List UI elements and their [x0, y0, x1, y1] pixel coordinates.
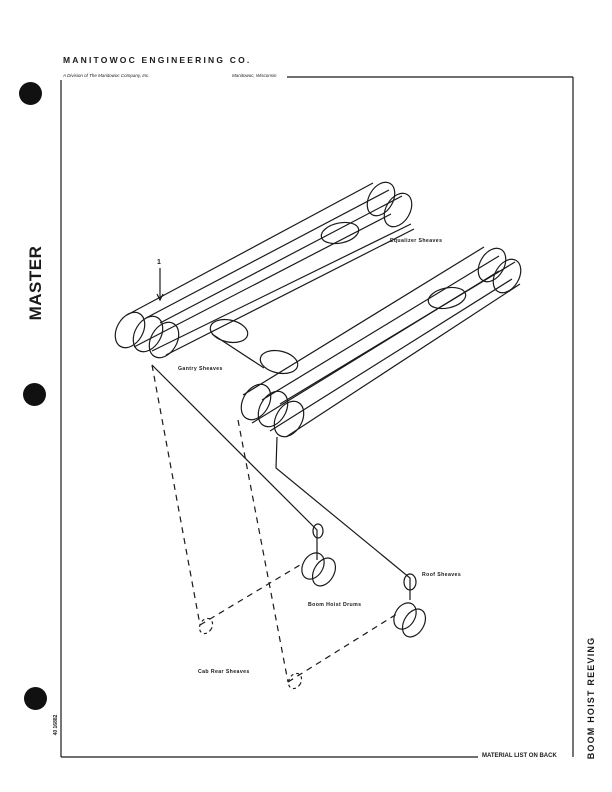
- label-roof-sheaves: Roof Sheaves: [422, 572, 462, 578]
- hoist-drum-upper-back: [301, 552, 325, 580]
- roof-sheave: [403, 573, 417, 591]
- dashed-rope-runs: [151, 364, 401, 683]
- gantry-sheave-5: [257, 390, 289, 428]
- right-shaft-cylinders: [242, 246, 521, 438]
- label-boom-hoist-drums: Boom Hoist Drums: [308, 602, 362, 608]
- cab-rear-sheave-1: [198, 617, 214, 635]
- gantry-sheave-2: [132, 315, 164, 353]
- label-gantry-sheaves: Gantry Sheaves: [178, 366, 223, 372]
- gantry-sheave-1: [114, 311, 146, 349]
- rope-to-hoist-drum: [151, 364, 318, 560]
- division-note: A Division of The Manitowoc Company, Inc…: [63, 73, 150, 78]
- location-note: Manitowoc, Wisconsin: [232, 73, 277, 78]
- hoist-drum-upper-front: [311, 557, 337, 587]
- equalizer-sheave-far-2: [383, 192, 413, 228]
- equalizer-sheave-far-1: [366, 181, 396, 217]
- equalizer-sheave-mid: [320, 221, 360, 245]
- label-marker: 1: [157, 259, 162, 266]
- connector-sheave-upper: [209, 318, 249, 344]
- gantry-sheave-6: [273, 400, 305, 438]
- hoist-drum-lower-front: [401, 608, 427, 638]
- label-cab-rear-sheaves: Cab Rear Sheaves: [198, 669, 250, 675]
- equalizer-sheave-far-3: [477, 247, 507, 283]
- cab-rear-sheave-2: [287, 672, 303, 690]
- connector-rope: [211, 333, 265, 369]
- connector-sheave-lower: [259, 349, 299, 375]
- label-equalizer-sheaves: Equalizer Sheaves: [390, 238, 443, 244]
- equalizer-sheave-mid-2: [427, 286, 467, 310]
- gantry-sheave-4: [240, 383, 272, 421]
- left-shaft-cylinders: [126, 182, 415, 356]
- binder-hole-bottom: [24, 687, 47, 710]
- company-name: MANITOWOC ENGINEERING CO.: [63, 55, 252, 65]
- hoist-drum-top-sheave: [312, 523, 324, 539]
- binder-hole-middle: [23, 383, 46, 406]
- equalizer-sheave-far-4: [492, 258, 522, 294]
- hoist-drum-lower-back: [393, 602, 417, 630]
- gantry-sheave-3: [148, 321, 180, 359]
- rope-to-roof-sheave: [275, 436, 411, 600]
- material-list-note: MATERIAL LIST ON BACK: [482, 753, 557, 759]
- binder-hole-top: [19, 82, 42, 105]
